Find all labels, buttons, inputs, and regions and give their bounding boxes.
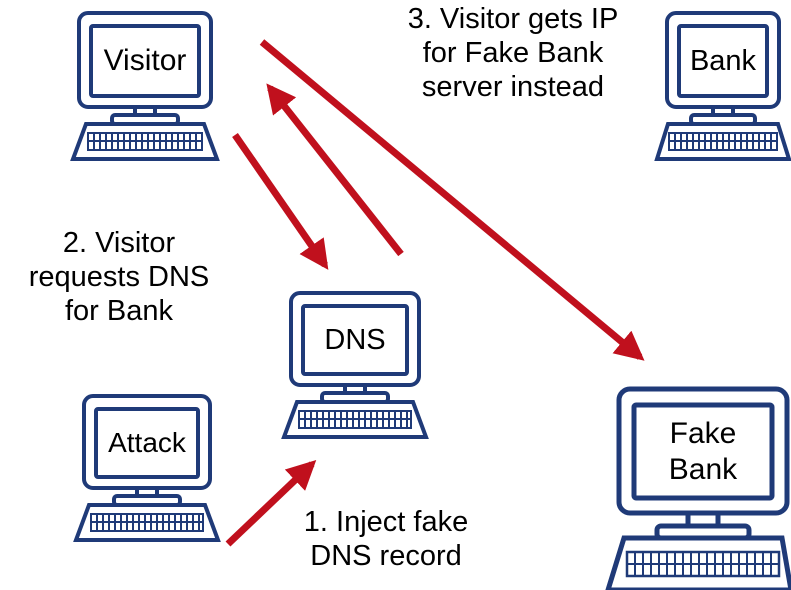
arrow-attack-to-dns xyxy=(225,459,317,547)
fake-bank-label: Fake Bank xyxy=(668,417,738,486)
step-3-caption: 3. Visitor gets IP for Fake Bank server … xyxy=(407,3,619,104)
arrow-visitor-to-fake-bank xyxy=(259,39,645,361)
step-1-caption: 1. Inject fake DNS record xyxy=(303,506,469,573)
fake-bank-computer-icon xyxy=(605,386,791,590)
dns-computer-icon xyxy=(281,291,429,439)
step-2-caption: 2. Visitor requests DNS for Bank xyxy=(28,227,210,328)
attack-computer-icon xyxy=(73,394,221,542)
visitor-label: Visitor xyxy=(103,44,187,78)
bank-label: Bank xyxy=(689,44,757,77)
dns-label: DNS xyxy=(324,323,386,356)
arrow-visitor-to-dns xyxy=(232,133,329,270)
visitor-computer-icon xyxy=(70,11,220,161)
bank-computer-icon xyxy=(654,11,791,161)
attack-label: Attack xyxy=(108,427,186,459)
arrow-dns-to-visitor xyxy=(266,83,404,257)
